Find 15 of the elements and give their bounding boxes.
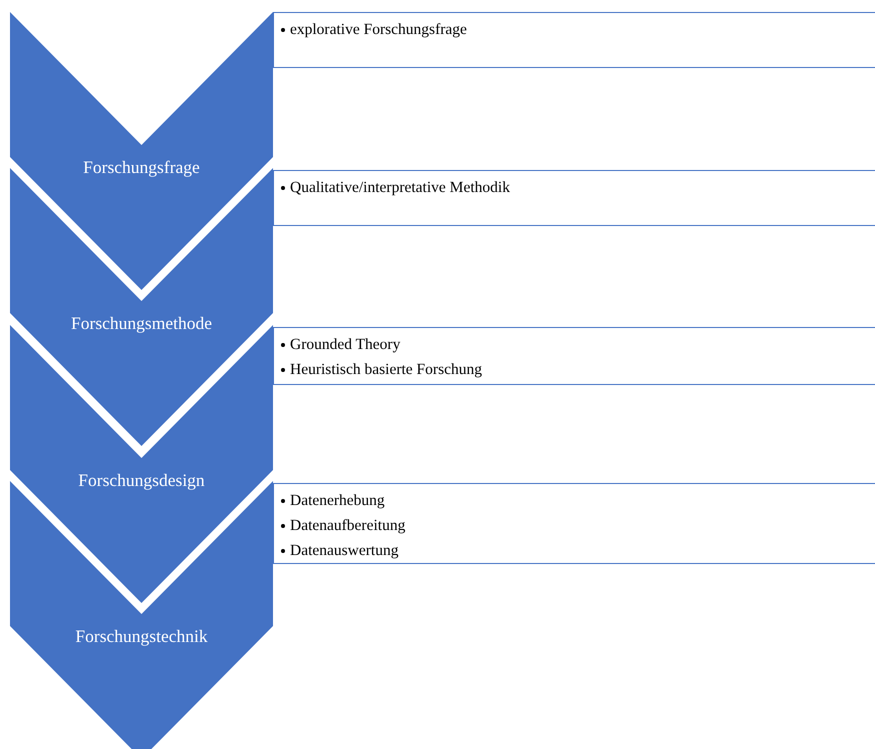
bullet-item: Datenerhebung	[290, 492, 385, 509]
step-label: Forschungsfrage	[82, 157, 201, 178]
text-panel	[273, 483, 875, 564]
bullet-item: Datenaufbereitung	[290, 517, 406, 534]
step-label: Forschungsmethode	[70, 313, 213, 334]
text-panel	[273, 170, 875, 226]
bullet-item: Qualitative/interpretative Methodik	[290, 179, 510, 196]
step-label: Forschungsdesign	[77, 470, 206, 491]
bullet-item: explorative Forschungsfrage	[290, 21, 467, 38]
text-panel	[273, 327, 875, 385]
bullet-item: Datenauswertung	[290, 542, 398, 559]
bullet-item: Heuristisch basierte Forschung	[290, 361, 482, 378]
bullet-item: Grounded Theory	[290, 336, 400, 353]
step-label: Forschungstechnik	[74, 626, 209, 647]
text-panel	[273, 12, 875, 68]
